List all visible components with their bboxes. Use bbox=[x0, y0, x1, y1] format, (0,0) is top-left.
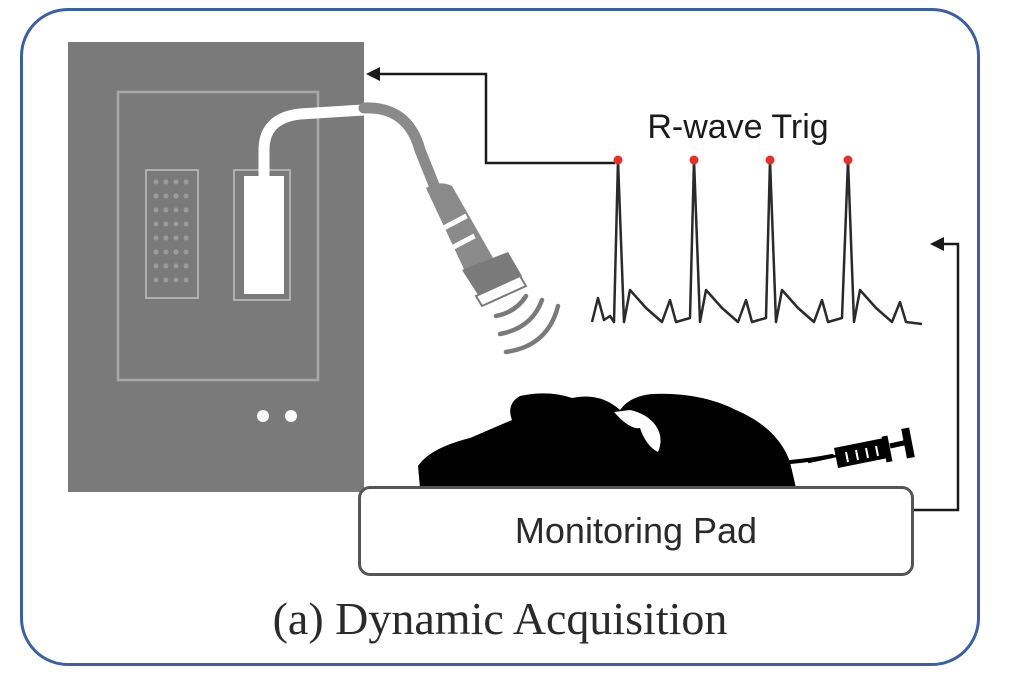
monitoring-pad-label: Monitoring Pad bbox=[514, 510, 758, 551]
ecg-waveform-icon bbox=[590, 155, 923, 326]
r-peak-marker bbox=[765, 155, 775, 165]
r-peak-marker bbox=[689, 155, 699, 165]
r-wave-trigger-label: R-wave Trig bbox=[647, 108, 829, 146]
ultrasound-probe-icon bbox=[244, 102, 561, 355]
r-peak-marker bbox=[613, 155, 623, 165]
pad-signal-arrow bbox=[912, 237, 960, 512]
figure-caption: (a) Dynamic Acquisition bbox=[272, 593, 728, 644]
mouse-silhouette-icon bbox=[418, 393, 834, 488]
monitoring-pad: Monitoring Pad bbox=[358, 486, 914, 576]
trigger-arrow bbox=[366, 67, 615, 165]
syringe-icon bbox=[807, 427, 915, 468]
r-peak-marker bbox=[843, 155, 853, 165]
